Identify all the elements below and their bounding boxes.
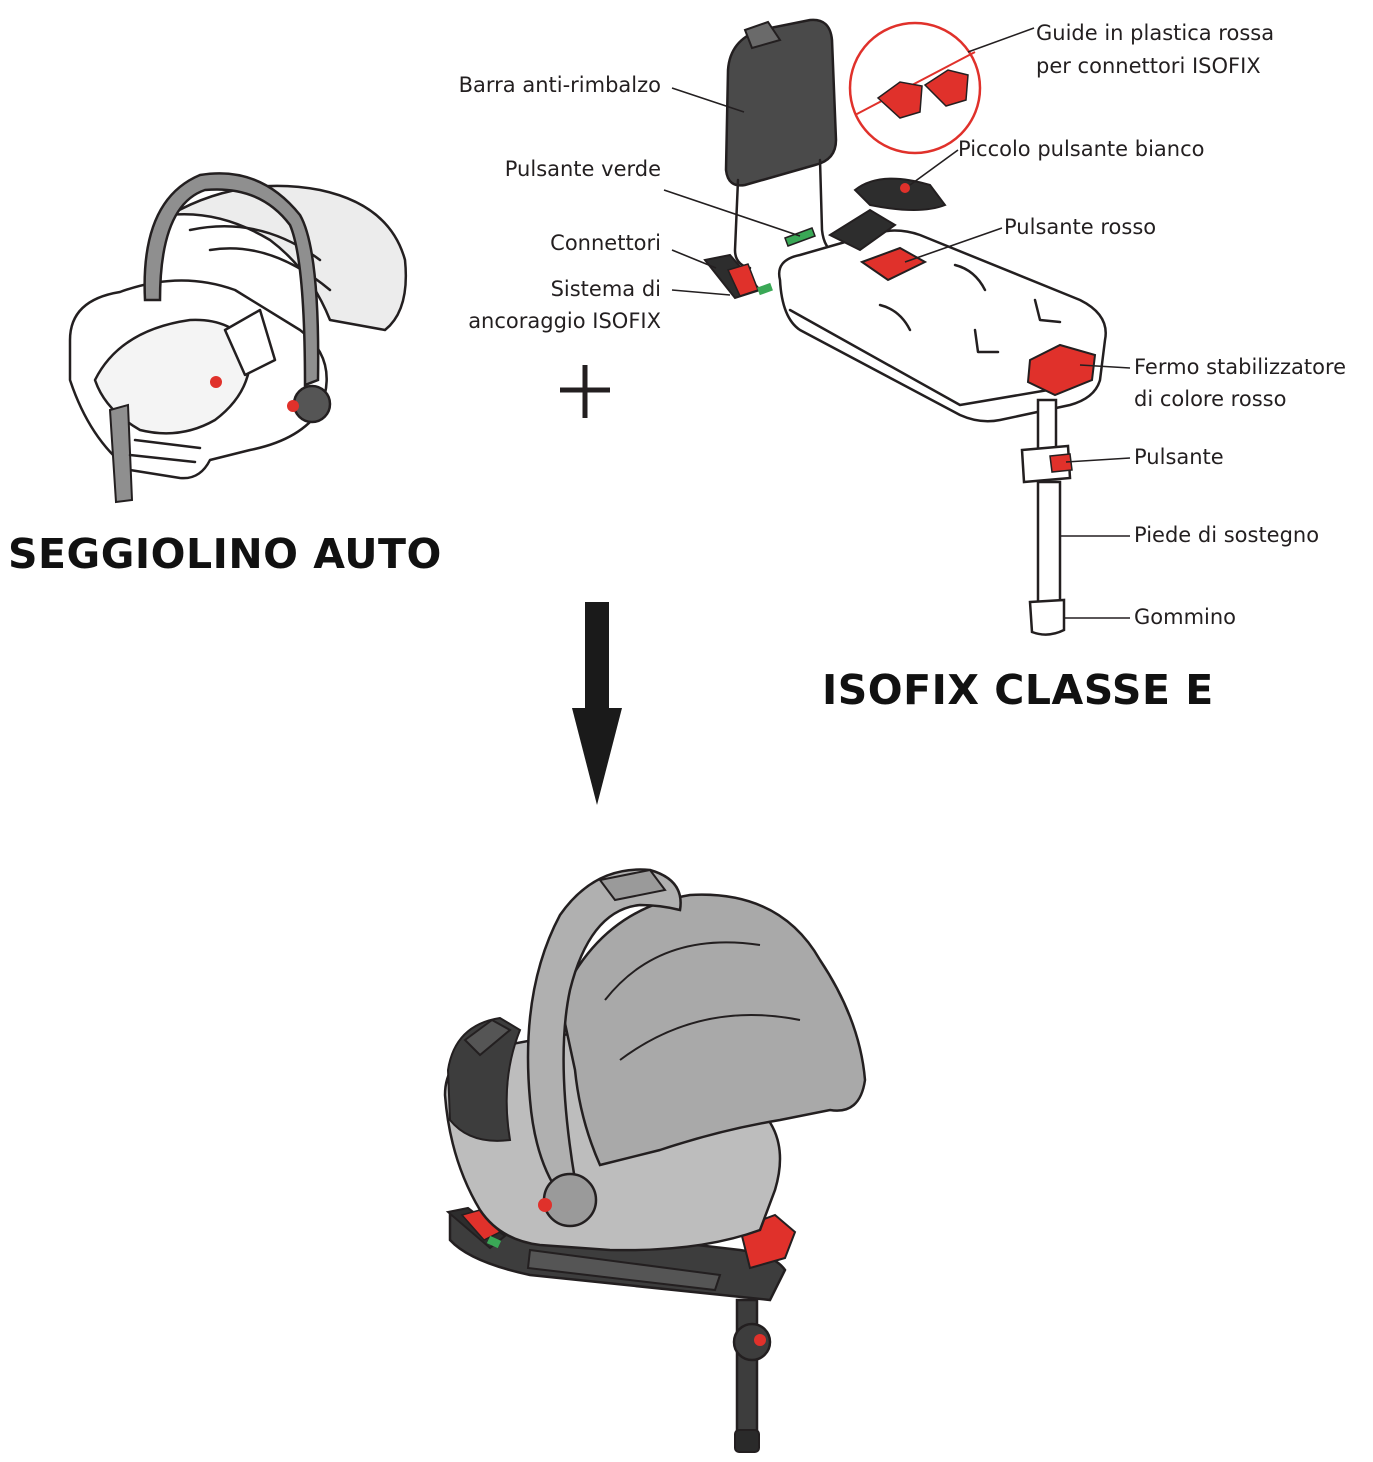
title-seggiolino-auto: SEGGIOLINO AUTO [8,530,442,578]
down-arrow-icon [572,602,622,805]
leader-lines [663,27,1131,619]
isofix-base-illustration [703,18,1107,636]
assembled-seat-illustration [443,868,867,1453]
label-pulsante-verde: Pulsante verde [504,157,661,181]
plus-icon [560,365,610,418]
label-piede-di-sostegno: Piede di sostegno [1134,523,1320,547]
label-sistema-line1: Sistema di [550,277,661,301]
label-gommino: Gommino [1134,605,1237,629]
label-connettori: Connettori [550,231,661,255]
label-fermo-line1: Fermo stabilizzatore [1134,355,1347,379]
car-seat-illustration [68,172,407,504]
label-sistema-line2: ancoraggio ISOFIX [468,309,661,333]
label-guide-line1: Guide in plastica rossa [1036,21,1275,45]
label-pulsante: Pulsante [1134,445,1224,469]
label-pulsante-rosso: Pulsante rosso [1004,215,1157,239]
label-barra-anti-rimbalzo: Barra anti-rimbalzo [458,73,661,97]
title-isofix-classe-e: ISOFIX CLASSE E [822,666,1214,714]
label-piccolo-pulsante-bianco: Piccolo pulsante bianco [958,137,1205,161]
label-fermo-line2: di colore rosso [1134,387,1287,411]
label-guide-line2: per connettori ISOFIX [1036,54,1261,78]
